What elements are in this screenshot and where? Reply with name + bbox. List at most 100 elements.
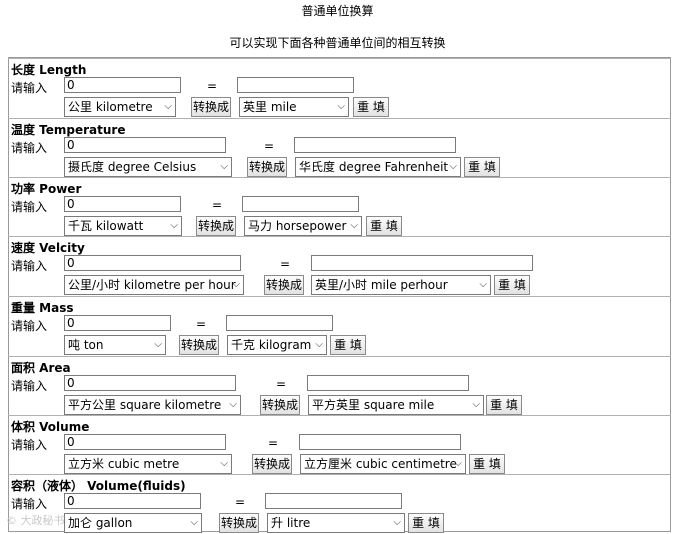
from-unit-select[interactable]: 千瓦 kilowatt⌵ bbox=[64, 216, 182, 236]
to-unit-value: 英里 mile bbox=[243, 100, 297, 114]
convert-button[interactable]: 转换成 bbox=[191, 97, 231, 117]
chevron-down-icon: ⌵ bbox=[220, 161, 228, 172]
input-field[interactable]: 0 bbox=[64, 434, 226, 450]
input-field[interactable]: 0 bbox=[64, 375, 236, 391]
convert-button[interactable]: 转换成 bbox=[264, 275, 304, 295]
convert-button[interactable]: 转换成 bbox=[219, 513, 259, 533]
input-label: 请输入 bbox=[11, 497, 48, 511]
output-field[interactable] bbox=[265, 493, 402, 509]
reset-button[interactable]: 重 填 bbox=[353, 97, 389, 117]
reset-button[interactable]: 重 填 bbox=[366, 216, 402, 236]
input-label: 请输入 bbox=[11, 141, 48, 155]
section-title: 容积（液体） Volume(fluids) bbox=[11, 479, 186, 493]
chevron-down-icon: ⌵ bbox=[190, 517, 198, 528]
page-subtitle: 可以实现下面各种普通单位间的相互转换 bbox=[229, 36, 446, 50]
equals-sign: = bbox=[276, 377, 287, 391]
to-unit-value: 立方厘米 cubic centimetre bbox=[304, 457, 457, 471]
chevron-down-icon: ⌵ bbox=[229, 399, 237, 410]
section-length: 长度 Length 请输入 0 = 公里 kilometre ⌵ 转换成 英里 m… bbox=[8, 58, 671, 118]
section-title: 功率 Power bbox=[11, 182, 82, 196]
section-power: 功率 Power 请输入 0 = 千瓦 kilowatt⌵ 转换成 马力 hor… bbox=[8, 177, 671, 236]
section-title: 重量 Mass bbox=[11, 301, 74, 315]
from-unit-value: 公里 kilometre bbox=[68, 100, 153, 114]
section-volume: 体积 Volume 请输入 0 = 立方米 cubic metre⌵ 转换成 立… bbox=[8, 415, 671, 474]
input-field[interactable]: 0 bbox=[64, 196, 181, 212]
to-unit-select[interactable]: 平方英里 square mile ⌵ bbox=[308, 395, 484, 415]
input-field[interactable]: 0 bbox=[64, 315, 171, 331]
chevron-down-icon: ⌵ bbox=[479, 279, 487, 290]
to-unit-select[interactable]: 升 litre⌵ bbox=[267, 513, 405, 533]
reset-button[interactable]: 重 填 bbox=[464, 157, 500, 177]
output-field[interactable] bbox=[294, 137, 456, 153]
input-label: 请输入 bbox=[11, 319, 48, 333]
from-unit-value: 公里/小时 kilometre per hour bbox=[68, 278, 236, 292]
convert-button[interactable]: 转换成 bbox=[179, 335, 219, 355]
chevron-down-icon: ⌵ bbox=[454, 458, 462, 469]
reset-button[interactable]: 重 填 bbox=[408, 513, 444, 533]
from-unit-value: 吨 ton bbox=[68, 338, 104, 352]
from-unit-select[interactable]: 平方公里 square kilometre ⌵ bbox=[64, 395, 241, 415]
page-title: 普通单位换算 bbox=[301, 4, 374, 18]
chevron-down-icon: ⌵ bbox=[449, 161, 457, 172]
to-unit-select[interactable]: 立方厘米 cubic centimetre⌵ bbox=[300, 454, 466, 474]
reset-button[interactable]: 重 填 bbox=[494, 275, 530, 295]
to-unit-select[interactable]: 英里/小时 mile perhour⌵ bbox=[311, 275, 491, 295]
from-unit-value: 加仑 gallon bbox=[68, 516, 133, 530]
to-unit-select[interactable]: 千克 kilogram⌵ bbox=[227, 335, 327, 355]
input-label: 请输入 bbox=[11, 81, 48, 95]
chevron-down-icon: ⌵ bbox=[164, 101, 172, 112]
from-unit-select[interactable]: 公里 kilometre ⌵ bbox=[64, 97, 176, 117]
equals-sign: = bbox=[268, 436, 279, 450]
reset-button[interactable]: 重 填 bbox=[486, 395, 522, 415]
from-unit-value: 摄氏度 degree Celsius bbox=[68, 160, 197, 174]
section-mass: 重量 Mass 请输入 0 = 吨 ton⌵ 转换成 千克 kilogram⌵ … bbox=[8, 296, 671, 356]
from-unit-select[interactable]: 公里/小时 kilometre per hour⌵ bbox=[64, 275, 244, 295]
from-unit-value: 千瓦 kilowatt bbox=[68, 219, 144, 233]
to-unit-select[interactable]: 马力 horsepower⌵ bbox=[244, 216, 362, 236]
equals-sign: = bbox=[280, 257, 291, 271]
from-unit-select[interactable]: 加仑 gallon ⌵ bbox=[64, 513, 202, 533]
to-unit-select[interactable]: 英里 mile ⌵ bbox=[239, 97, 349, 117]
output-field[interactable] bbox=[307, 375, 469, 391]
to-unit-select[interactable]: 华氏度 degree Fahrenheit⌵ bbox=[295, 157, 461, 177]
equals-sign: = bbox=[212, 198, 223, 212]
section-title: 长度 Length bbox=[11, 63, 87, 77]
reset-button[interactable]: 重 填 bbox=[469, 454, 505, 474]
input-field[interactable]: 0 bbox=[64, 137, 226, 153]
chevron-down-icon: ⌵ bbox=[232, 279, 240, 290]
output-field[interactable] bbox=[299, 434, 461, 450]
output-field[interactable] bbox=[226, 315, 333, 331]
input-label: 请输入 bbox=[11, 200, 48, 214]
from-unit-select[interactable]: 摄氏度 degree Celsius ⌵ bbox=[64, 157, 232, 177]
output-field[interactable] bbox=[311, 255, 533, 271]
output-field[interactable] bbox=[237, 77, 354, 93]
from-unit-value: 平方公里 square kilometre bbox=[68, 398, 222, 412]
from-unit-value: 立方米 cubic metre bbox=[68, 457, 180, 471]
section-title: 速度 Velcity bbox=[11, 241, 85, 255]
convert-button[interactable]: 转换成 bbox=[196, 216, 236, 236]
from-unit-select[interactable]: 吨 ton⌵ bbox=[64, 335, 166, 355]
equals-sign: = bbox=[207, 79, 218, 93]
output-field[interactable] bbox=[242, 196, 359, 212]
convert-button[interactable]: 转换成 bbox=[247, 157, 287, 177]
chevron-down-icon: ⌵ bbox=[220, 458, 228, 469]
convert-button[interactable]: 转换成 bbox=[252, 454, 292, 474]
section-fluid-volume: 容积（液体） Volume(fluids) 请输入 0 = 加仑 gallon⌵… bbox=[8, 474, 671, 533]
to-unit-value: 千克 kilogram bbox=[231, 338, 312, 352]
section-title: 面积 Area bbox=[11, 361, 71, 375]
to-unit-value: 平方英里 square mile bbox=[312, 398, 435, 412]
section-velocity: 速度 Velcity 请输入 0 = 公里/小时 kilometre per h… bbox=[8, 236, 671, 296]
equals-sign: = bbox=[264, 139, 275, 153]
to-unit-value: 华氏度 degree Fahrenheit bbox=[299, 160, 449, 174]
section-temperature: 温度 Temperature 请输入 0 = 摄氏度 degree Celsiu… bbox=[8, 118, 671, 177]
to-unit-value: 升 litre bbox=[271, 516, 311, 530]
input-field[interactable]: 0 bbox=[64, 493, 201, 509]
chevron-down-icon: ⌵ bbox=[337, 101, 345, 112]
input-label: 请输入 bbox=[11, 438, 48, 452]
input-field[interactable]: 0 bbox=[64, 255, 241, 271]
from-unit-select[interactable]: 立方米 cubic metre ⌵ bbox=[64, 454, 232, 474]
convert-button[interactable]: 转换成 bbox=[260, 395, 300, 415]
input-field[interactable]: 0 bbox=[64, 77, 181, 93]
chevron-down-icon: ⌵ bbox=[472, 399, 480, 410]
reset-button[interactable]: 重 填 bbox=[330, 335, 366, 355]
